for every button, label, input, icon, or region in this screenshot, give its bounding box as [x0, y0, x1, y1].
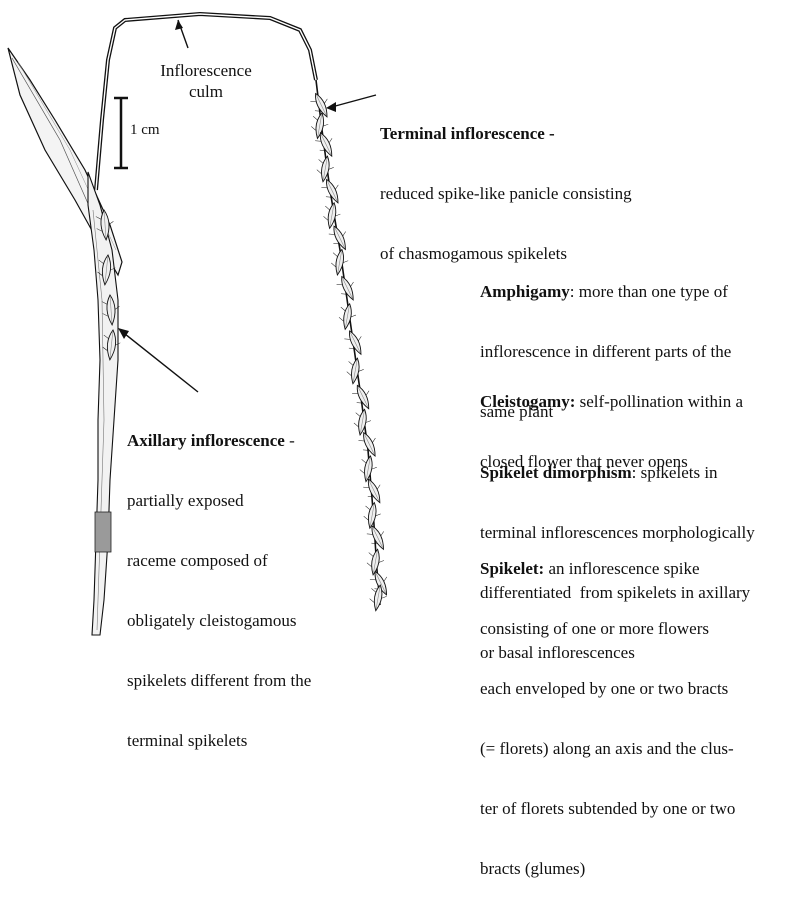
- spikelet-hair: [370, 577, 376, 582]
- spikelet-hair: [361, 459, 366, 463]
- spikelet-hair: [313, 116, 318, 120]
- axillary-title: Axillary inflorescence: [127, 431, 285, 450]
- spikelet-hair: [338, 317, 343, 321]
- spikelet-hair: [318, 159, 323, 163]
- spikelet-hair: [366, 563, 371, 567]
- spikelet-hair: [333, 253, 338, 257]
- terminal-spikelets: [310, 92, 389, 611]
- spikelet-hair: [311, 126, 316, 130]
- culm-label-line: Inflorescence: [150, 60, 262, 81]
- definition-term: Cleistogamy:: [480, 392, 575, 411]
- spikelet-hair: [363, 516, 368, 520]
- spikelet-hair: [355, 413, 360, 417]
- spikelet-hair: [368, 553, 373, 557]
- culm-label-line: culm: [150, 81, 262, 102]
- axillary-line: partially exposed: [127, 491, 311, 511]
- scale-label: 1 cm: [130, 120, 160, 140]
- axillary-label: Axillary inflorescence - partially expos…: [127, 391, 311, 791]
- spikelet-hair: [329, 232, 335, 237]
- spikelet-hair: [344, 337, 350, 342]
- spikelet-hair: [365, 506, 370, 510]
- spikelet-hair: [352, 391, 358, 396]
- spikelet-hair: [321, 185, 327, 190]
- inflorescence-culm-inner: [96, 14, 316, 190]
- axillary-line: obligately cleistogamous: [127, 611, 311, 631]
- axillary-line: terminal spikelets: [127, 731, 311, 751]
- spikelet-hair: [358, 438, 364, 443]
- figure: Inflorescence culm 1 cm Terminal inflore…: [0, 0, 803, 653]
- definition-line: spikelets in: [636, 463, 717, 482]
- spikelet-hair: [359, 470, 364, 474]
- definition-line: consisting of one or more flowers: [480, 619, 735, 639]
- definition-term: Amphigamy: [480, 282, 570, 301]
- definition-line: each enveloped by one or two bracts: [480, 679, 735, 699]
- terminal-title: Terminal inflorescence -: [380, 124, 555, 143]
- spikelet-hair: [363, 485, 369, 490]
- terminal-arrowhead: [326, 102, 336, 112]
- spikelet-hair: [323, 216, 328, 220]
- definition-line: ter of florets subtended by one or two: [480, 799, 735, 819]
- spikelet-hair: [310, 99, 316, 104]
- spikelet-hair: [353, 423, 358, 427]
- spikelet-hair: [367, 532, 373, 537]
- spikelet-hair: [331, 263, 336, 267]
- axillary-pointer: [120, 330, 198, 392]
- definition-line: self-pollination within a: [575, 392, 743, 411]
- definition-line: bracts (glumes): [480, 859, 735, 879]
- inflorescence-culm: [96, 14, 316, 190]
- culm-label: Inflorescence culm: [150, 60, 262, 102]
- definition-line: more than one type of: [574, 282, 727, 301]
- definition-line: an inflorescence spike: [544, 559, 699, 578]
- spikelet-hair: [325, 206, 330, 210]
- spikelet-hair: [369, 599, 374, 603]
- definition-term: Spikelet:: [480, 559, 544, 578]
- definition-term: Spikelet dimorphism: [480, 463, 632, 482]
- spikelet-hair: [346, 372, 351, 376]
- axillary-title-suffix: -: [285, 431, 295, 450]
- spikelet-hair: [337, 282, 343, 287]
- spikelet-hair: [316, 170, 321, 174]
- definition-line: (= florets) along an axis and the clus-: [480, 739, 735, 759]
- axillary-line: spikelets different from the: [127, 671, 311, 691]
- stem-node: [95, 512, 111, 552]
- spikelet-hair: [348, 361, 353, 365]
- axillary-line: raceme composed of: [127, 551, 311, 571]
- definition-spikelet: Spikelet: an inflorescence spike consist…: [480, 519, 735, 919]
- spikelet-hair: [340, 307, 345, 311]
- axillary-arrowhead: [118, 328, 129, 339]
- terminal-line: reduced spike-like panicle consisting: [380, 184, 632, 204]
- spikelet-hair: [315, 139, 321, 144]
